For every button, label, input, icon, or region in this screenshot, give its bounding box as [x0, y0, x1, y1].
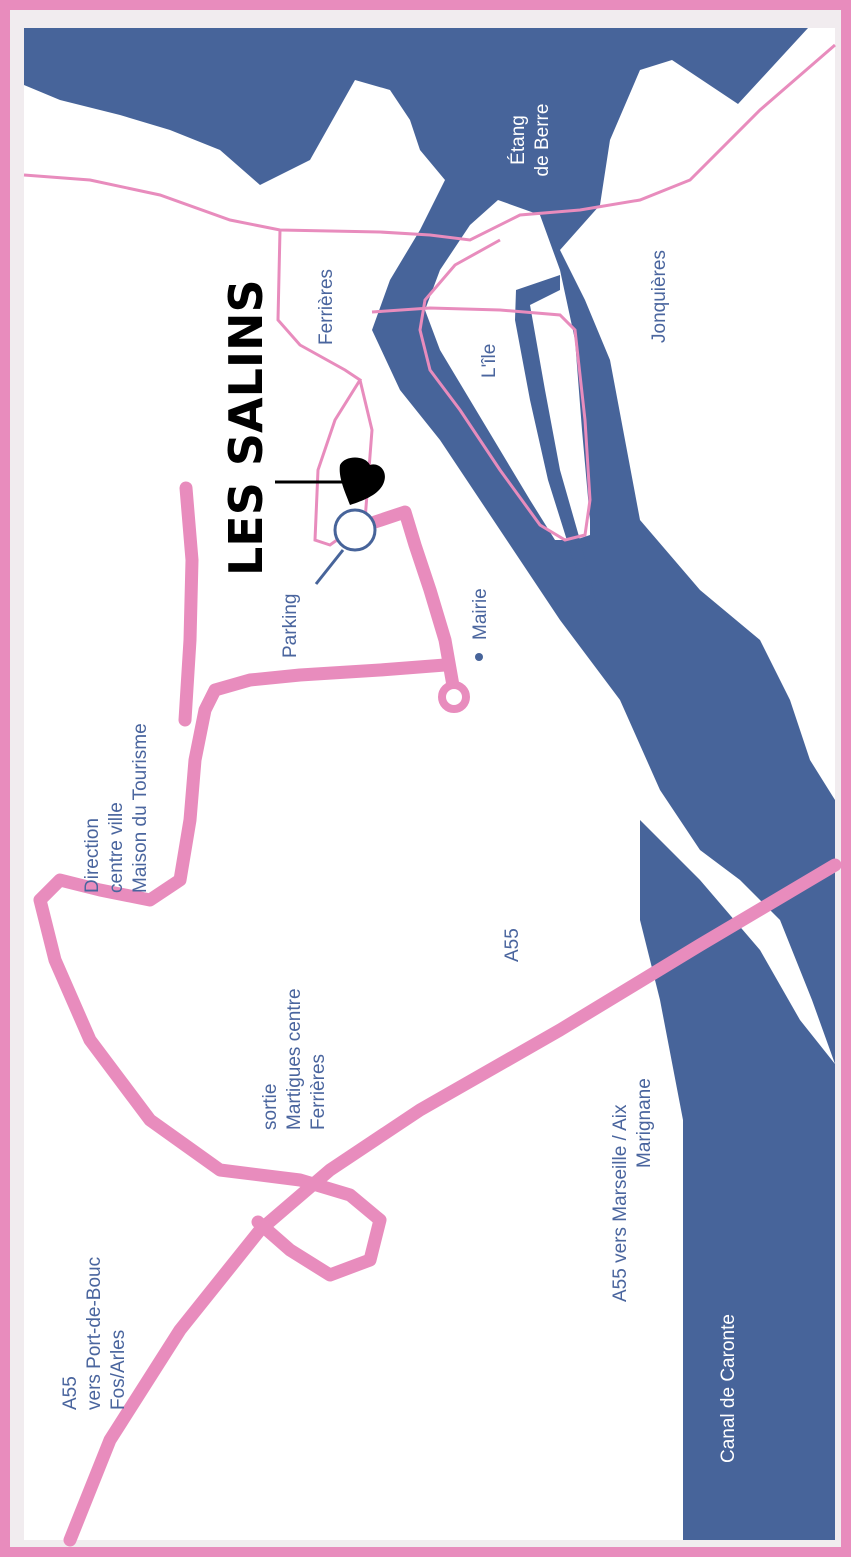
main-roads	[33, 481, 842, 1547]
label-parking: Parking	[280, 594, 301, 658]
label-a55-portdebouc-line3: Fos/Arles	[108, 1330, 129, 1410]
label-etang-line1: Étang	[508, 115, 529, 165]
heart-marker-icon	[275, 457, 385, 505]
label-etang-line2: de Berre	[532, 104, 553, 177]
label-ferrieres: Ferrières	[316, 269, 337, 345]
label-sortie-line3: Ferrières	[308, 1054, 329, 1130]
label-direction-line2: centre ville	[106, 802, 127, 893]
label-a55-mid: A55	[502, 928, 523, 962]
label-ile: L'île	[479, 344, 500, 378]
parking-magnifier-icon	[314, 508, 377, 585]
label-sortie-line1: sortie	[260, 1084, 281, 1130]
label-mairie: Mairie	[470, 588, 491, 640]
label-direction-line3: Maison du Tourisme	[130, 723, 151, 893]
label-jonquieres: Jonquières	[649, 250, 670, 343]
mairie-dot-icon	[475, 653, 483, 661]
label-a55-portdebouc-line2: vers Port-de-Bouc	[84, 1257, 105, 1410]
title-les-salins: LES SALINS	[219, 279, 273, 576]
water-inner-channel	[515, 275, 600, 622]
label-a55-marseille-line1: A55 vers Marseille / Aix	[610, 1104, 631, 1302]
label-sortie-line2: Martigues centre	[284, 988, 305, 1130]
roundabout	[438, 681, 470, 713]
label-canal-de-caronte: Canal de Caronte	[718, 1314, 739, 1463]
local-roads	[23, 43, 836, 547]
label-a55-portdebouc-line1: A55	[60, 1376, 81, 1410]
water-canal-de-caronte	[640, 820, 835, 1540]
label-direction-line1: Direction	[82, 818, 103, 893]
label-a55-marseille-line2: Marignane	[634, 1078, 655, 1168]
